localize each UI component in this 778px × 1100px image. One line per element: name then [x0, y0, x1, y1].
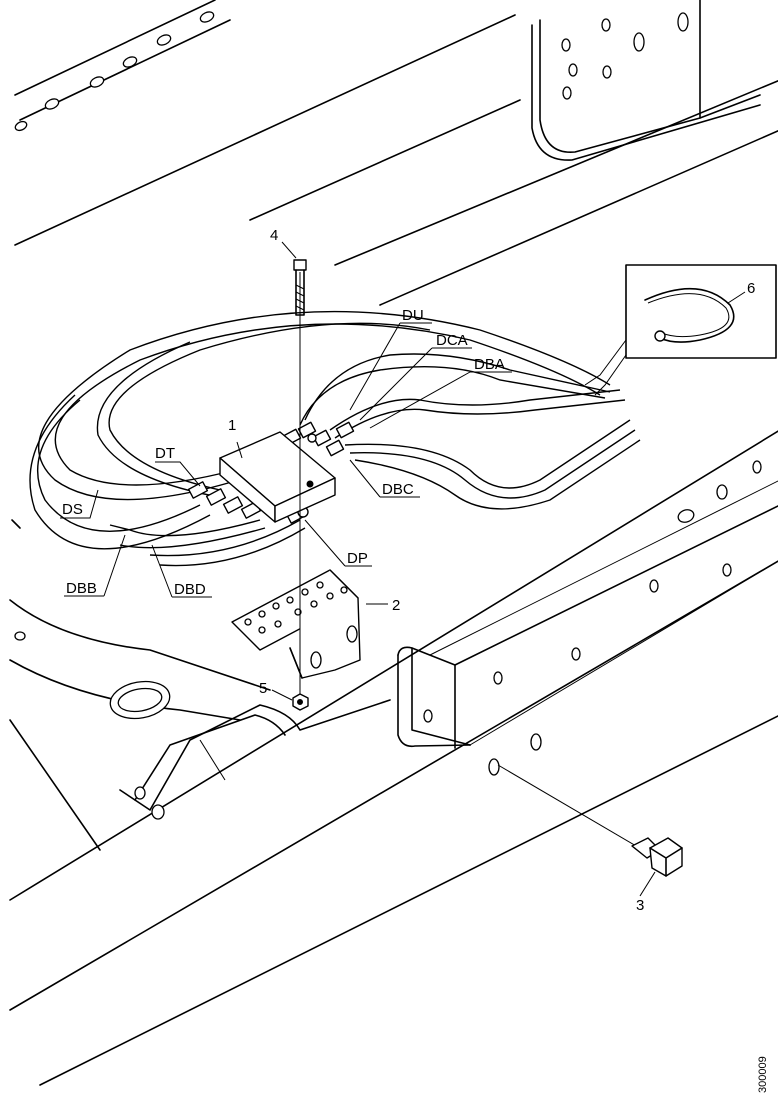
label-part-1: 1	[228, 417, 236, 434]
label-dbc: DBC	[382, 481, 414, 498]
label-part-5: 5	[259, 680, 267, 697]
label-part-3: 3	[636, 897, 644, 914]
label-dbd: DBD	[174, 581, 206, 598]
nut	[292, 693, 309, 711]
label-dbb: DBB	[66, 580, 97, 597]
label-du: DU	[402, 307, 424, 324]
hydraulic-hose-bundle	[29, 310, 641, 567]
label-dp: DP	[347, 550, 368, 567]
detail-inset-clamp	[584, 264, 777, 396]
mounting-bolt	[293, 259, 307, 700]
drawing-code: 300009	[757, 1056, 769, 1093]
label-part-4: 4	[270, 227, 278, 244]
lower-frame-rail	[9, 430, 778, 1086]
upper-right-bracket	[531, 0, 761, 161]
label-dt: DT	[155, 445, 175, 462]
label-dca: DCA	[436, 332, 468, 349]
callout-labels: 1 2 3 4 5 6 DU DCA DBA DT DS DBC DP DBB …	[62, 227, 769, 1093]
upper-frame-rail	[14, 0, 778, 306]
valve-block	[219, 431, 336, 523]
lower-left-cross-member	[9, 519, 391, 851]
cross-member-channel	[397, 505, 778, 749]
label-part-6: 6	[747, 280, 755, 297]
label-dba: DBA	[474, 356, 505, 373]
label-part-2: 2	[392, 597, 400, 614]
leader-lines	[60, 241, 746, 897]
hex-bolt	[497, 764, 683, 877]
mounting-bracket	[231, 569, 361, 679]
label-ds: DS	[62, 501, 83, 518]
